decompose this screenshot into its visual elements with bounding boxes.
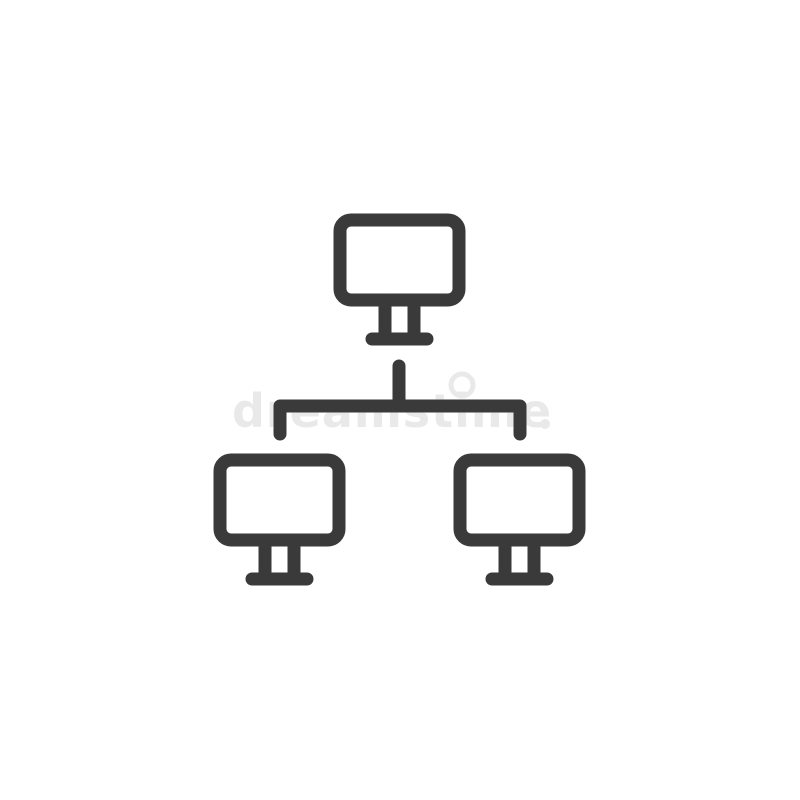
left-computer-icon <box>213 453 346 586</box>
watermark-logo-icon <box>448 371 476 399</box>
top-monitor-screen <box>333 213 466 307</box>
right-computer-icon <box>453 453 586 586</box>
network-connector <box>273 359 527 441</box>
connector-branches <box>273 399 527 441</box>
watermark-registered-icon <box>540 419 550 429</box>
network-computers-icon <box>213 213 586 586</box>
top-computer-icon <box>333 213 466 346</box>
left-monitor-screen <box>213 453 346 547</box>
right-monitor-screen <box>453 453 586 547</box>
